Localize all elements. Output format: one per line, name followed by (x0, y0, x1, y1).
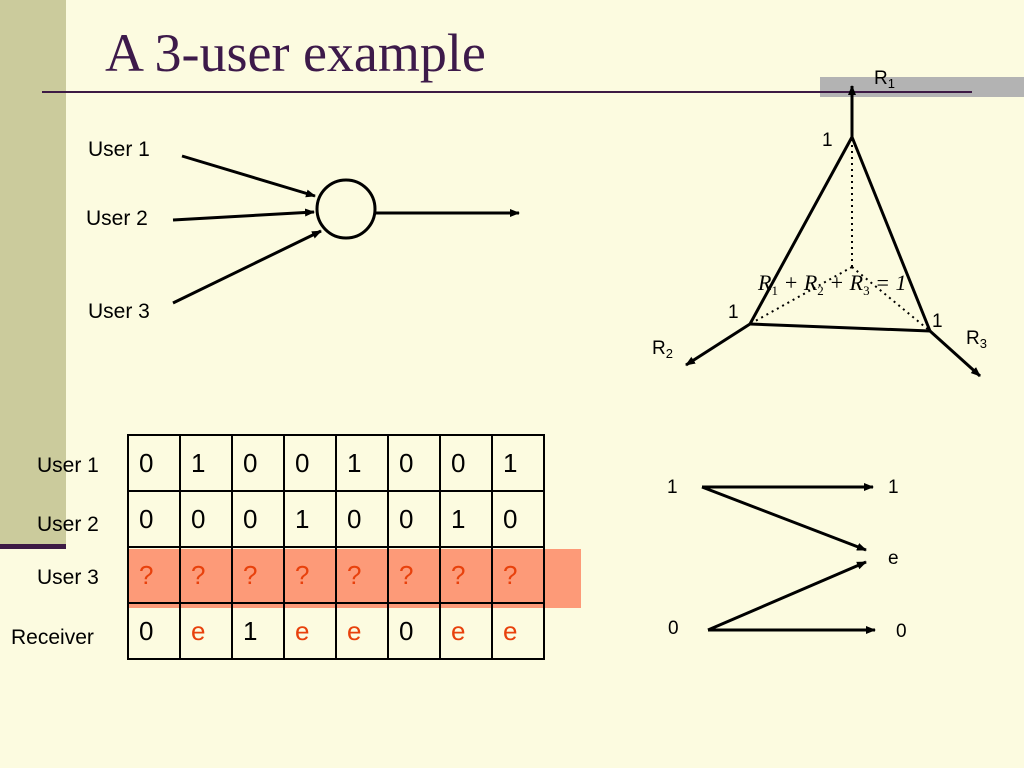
table-cell: e (283, 602, 337, 660)
channel-input-0: 0 (668, 618, 679, 639)
table-cell: 0 (387, 602, 441, 660)
table-cell: 0 (127, 490, 181, 548)
row-label-user3: User 3 (37, 566, 99, 589)
triangle-edge-right (850, 136, 932, 332)
input-label-user3: User 3 (88, 300, 150, 323)
user1-arrow (181, 154, 316, 198)
table-cell: ? (179, 546, 233, 604)
channel-node (315, 178, 377, 240)
slide-title: A 3-user example (105, 23, 486, 83)
input-label-user1: User 1 (88, 138, 150, 161)
erasure-channel-diagram (701, 483, 876, 634)
input-label-user2: User 2 (86, 207, 148, 230)
axis-label-r2: R2 (652, 338, 673, 361)
edge-1-to-e (701, 485, 867, 552)
table-cell: 0 (231, 434, 285, 492)
table-cell: 1 (179, 434, 233, 492)
table-row-user3: ???????? (127, 546, 545, 604)
table-cell: ? (335, 546, 389, 604)
table-cell: 1 (335, 434, 389, 492)
table-cell: ? (231, 546, 285, 604)
channel-output-e: e (888, 548, 899, 569)
table-cell: ? (283, 546, 337, 604)
row-label-receiver: Receiver (11, 626, 94, 649)
corner-label-top: 1 (822, 130, 833, 151)
table-cell: ? (439, 546, 493, 604)
table-cell: 0 (127, 602, 181, 660)
axis-label-r1: R1 (874, 68, 895, 91)
table-cell: e (439, 602, 493, 660)
row-label-user1: User 1 (37, 454, 99, 477)
table-cell: 0 (335, 490, 389, 548)
axis-label-r3: R3 (966, 328, 987, 351)
table-cell: 1 (231, 602, 285, 660)
triangle-edge-bottom (749, 322, 931, 333)
table-cell: 0 (179, 490, 233, 548)
table-cell: 0 (439, 434, 493, 492)
corner-label-right: 1 (932, 311, 943, 332)
hidden-axis-r3 (851, 266, 931, 332)
hidden-axis-r2 (749, 266, 853, 325)
table-cell: e (179, 602, 233, 660)
table-cell: 0 (231, 490, 285, 548)
row-label-user2: User 2 (37, 513, 99, 536)
table-cell: ? (491, 546, 545, 604)
table-cell: ? (387, 546, 441, 604)
table-cell: 1 (439, 490, 493, 548)
table-cell: 1 (283, 490, 337, 548)
table-cell: 1 (491, 434, 545, 492)
r2-axis (685, 322, 751, 367)
channel-output-0: 0 (896, 621, 907, 642)
edge-0-to-e (707, 560, 867, 632)
channel-input-1: 1 (667, 477, 678, 498)
rate-sum-equation: R1 + R2 + R3 = 1 (758, 270, 907, 298)
table-cell: e (491, 602, 545, 660)
mac-diagram (172, 154, 520, 305)
user2-arrow (172, 208, 315, 222)
table-cell: ? (127, 546, 181, 604)
table-cell: 0 (283, 434, 337, 492)
title-rule (42, 91, 972, 93)
table-cell: 0 (387, 434, 441, 492)
corner-label-left: 1 (728, 302, 739, 323)
user3-arrow (172, 229, 322, 305)
table-cell: e (335, 602, 389, 660)
r3-axis (928, 329, 982, 378)
channel-output-1: 1 (888, 477, 899, 498)
table-cell: 0 (491, 490, 545, 548)
table-cell: 0 (127, 434, 181, 492)
rate-region-diagram (685, 85, 982, 378)
left-decor-accent (0, 544, 66, 549)
table-cell: 0 (387, 490, 441, 548)
triangle-edge-left (748, 136, 854, 325)
